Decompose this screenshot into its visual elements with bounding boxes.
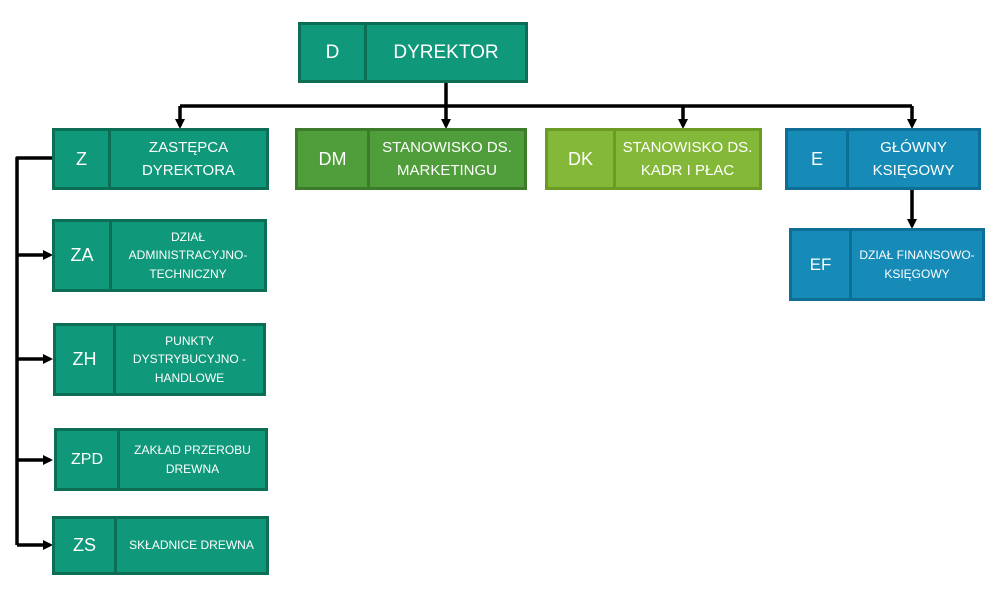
node-code: ZPD xyxy=(57,431,120,488)
node-dzial-finansowo-ksiegowy: EF DZIAŁ FINANSOWO-KSIĘGOWY xyxy=(789,228,985,301)
node-glowny-ksiegowy: E GŁÓWNY KSIĘGOWY xyxy=(785,128,981,190)
node-label: STANOWISKO DS. MARKETINGU xyxy=(382,138,512,179)
node-label: SKŁADNICE DREWNA xyxy=(129,538,254,553)
node-code: ZS xyxy=(55,519,117,572)
node-label: DZIAŁ FINANSOWO-KSIĘGOWY xyxy=(859,247,975,281)
node-code: DM xyxy=(298,131,370,187)
node-code: EF xyxy=(792,231,852,298)
node-label: ZAKŁAD PRZEROBU DREWNA xyxy=(134,442,251,476)
node-punkty-dystrybucyjno-handlowe: ZH PUNKTY DYSTRYBUCYJNO - HANDLOWE xyxy=(53,323,266,396)
node-dzial-administracyjno-techniczny: ZA DZIAŁ ADMINISTRACYJNO-TECHNICZNY xyxy=(52,219,267,292)
node-zastepca-dyrektora: Z ZASTĘPCA DYREKTORA xyxy=(52,128,269,190)
node-stanowisko-marketingu: DM STANOWISKO DS. MARKETINGU xyxy=(295,128,527,190)
node-code: DK xyxy=(548,131,616,187)
node-skladnice-drewna: ZS SKŁADNICE DREWNA xyxy=(52,516,269,575)
node-dyrektor: D DYREKTOR xyxy=(298,22,528,83)
node-code: ZH xyxy=(56,326,116,393)
node-label: PUNKTY DYSTRYBUCYJNO - HANDLOWE xyxy=(132,333,247,385)
node-label: DZIAŁ ADMINISTRACYJNO-TECHNICZNY xyxy=(128,229,248,281)
node-label: GŁÓWNY KSIĘGOWY xyxy=(872,138,955,179)
connector-z-trunk xyxy=(15,156,52,545)
node-code: E xyxy=(788,131,849,187)
node-code: Z xyxy=(55,131,111,187)
node-code: D xyxy=(301,25,367,80)
node-label: DYREKTOR xyxy=(393,41,499,63)
node-stanowisko-kadr: DK STANOWISKO DS. KADR I PŁAC xyxy=(545,128,762,190)
node-label: STANOWISKO DS. KADR I PŁAC xyxy=(622,138,753,179)
node-label: ZASTĘPCA DYREKTORA xyxy=(141,138,236,179)
node-code: ZA xyxy=(55,222,112,289)
node-zaklad-przerobu-drewna: ZPD ZAKŁAD PRZEROBU DREWNA xyxy=(54,428,268,491)
